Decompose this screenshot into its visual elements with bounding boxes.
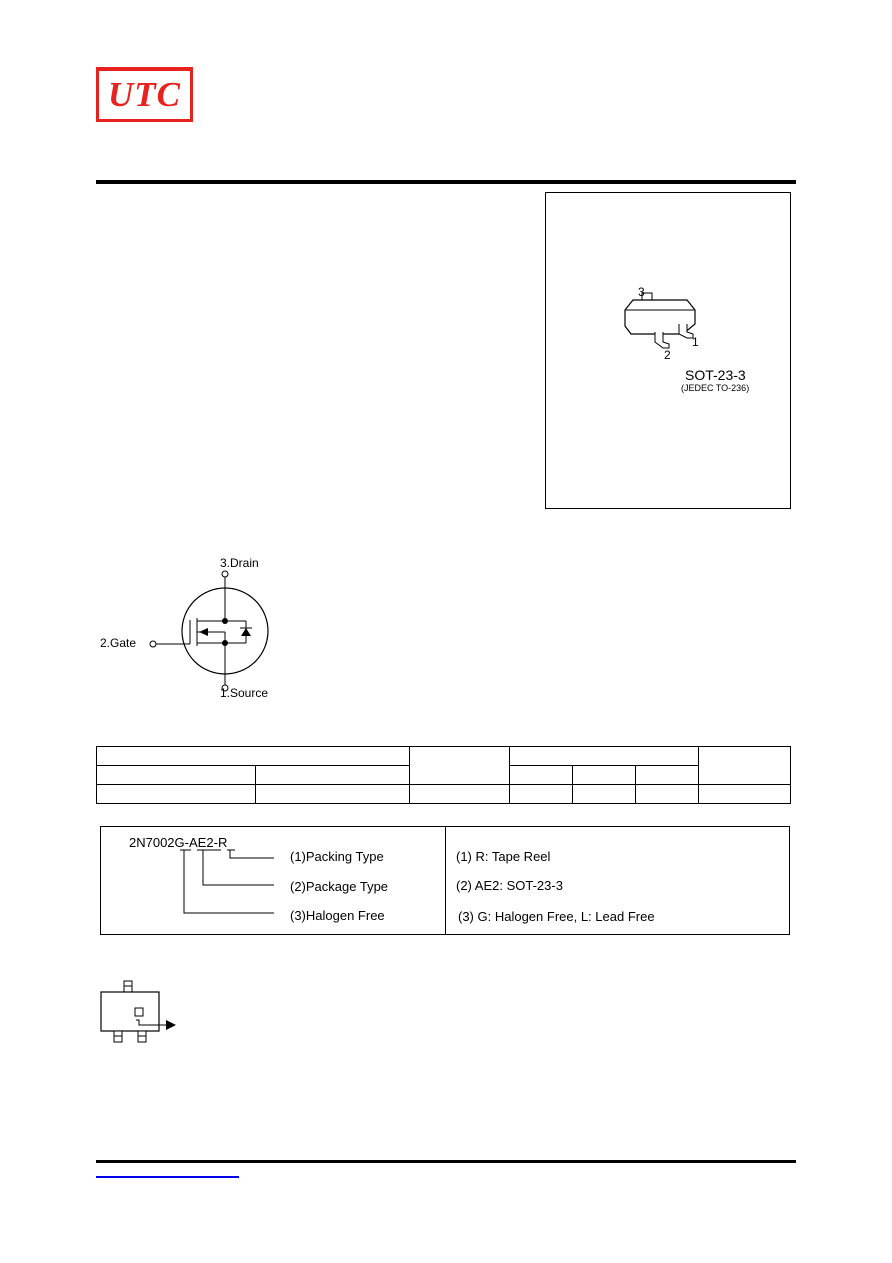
package-name: SOT-23-3: [685, 367, 746, 383]
logo-text: UTC: [108, 75, 181, 114]
pin1-label: 1: [692, 335, 699, 349]
part-prefix: 2N7002: [129, 835, 175, 850]
mosfet-schematic: 3.Drain 2.Gate 1.Source: [100, 556, 269, 700]
utc-logo: UTC: [96, 67, 193, 122]
pin3-label: 3: [638, 285, 645, 299]
part-r: R: [218, 835, 227, 850]
ordering-line-2: (2) AE2: SOT-23-3: [456, 878, 563, 893]
halogen-free-label: (3)Halogen Free: [290, 908, 385, 923]
pin-config-table: [96, 746, 791, 804]
package-type-label: (2)Package Type: [290, 879, 388, 894]
gate-label: 2.Gate: [100, 636, 136, 650]
part-g: G: [175, 835, 185, 850]
package-box: [545, 192, 791, 509]
part-number: 2N7002G-AE2-R: [129, 835, 227, 850]
ordering-line-1: (1) R: Tape Reel: [456, 849, 551, 864]
source-label: 1.Source: [220, 686, 268, 700]
pin2-label: 2: [664, 348, 671, 362]
package-jedec: (JEDEC TO-236): [681, 383, 749, 393]
ordering-line-3: (3) G: Halogen Free, L: Lead Free: [458, 909, 655, 924]
footer-link-underline[interactable]: [96, 1176, 239, 1178]
ordering-diagram: 2N7002G-AE2-R (1)Packing Type (2)Package…: [129, 835, 388, 923]
packing-type-label: (1)Packing Type: [290, 849, 384, 864]
marking-diagram: [100, 980, 176, 1043]
header-rule: [96, 180, 796, 184]
drain-label: 3.Drain: [220, 556, 259, 570]
sot23-package-drawing: 3 2 1 SOT-23-3 (JEDEC TO-236): [624, 285, 749, 393]
footer-rule: [96, 1160, 796, 1163]
ordering-divider: [445, 826, 446, 935]
part-ae2: AE2: [189, 835, 214, 850]
